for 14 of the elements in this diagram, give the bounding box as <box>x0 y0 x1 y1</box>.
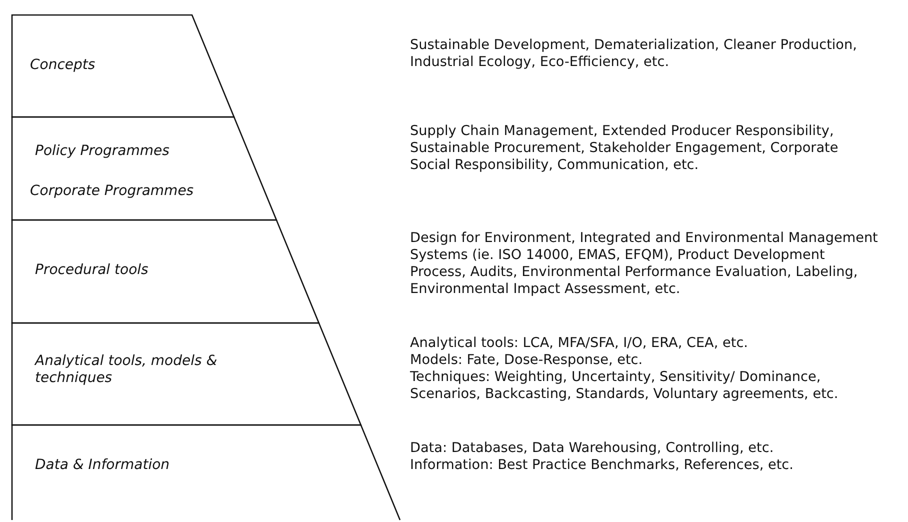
description-text: Techniques: Weighting, Uncertainty, Sensitivity/ Dominance, Scenarios, Backcasting, Standards, Voluntary agreements, etc. <box>410 369 840 403</box>
description-text: Data: Databases, Data Warehousing, Controlling, etc. <box>410 440 775 457</box>
description-text: Supply Chain Management, Extended Producer Responsibility, Sustainable Procurement, Stakeholder Engagement, Corporate Social Responsibility, Communication, etc. <box>410 123 840 174</box>
layer-label: Corporate Programmes <box>30 183 194 200</box>
layer-label: Analytical tools, models & techniques <box>35 353 218 387</box>
description-text: Analytical tools: LCA, MFA/SFA, I/O, ERA, CEA, etc. <box>410 335 749 352</box>
description-text: Design for Environment, Integrated and Environmental Management Systems (ie. ISO 14000, EMAS, EFQM), Product Development Process, Audits, Environmental Performance Evaluation, Labeling, Environmental Impact Assessment, etc. <box>410 230 879 298</box>
layer-label: Concepts <box>30 57 96 74</box>
description-text: Information: Best Practice Benchmarks, References, etc. <box>410 457 794 474</box>
layer-label: Procedural tools <box>35 262 148 279</box>
description-text: Models: Fate, Dose-Response, etc. <box>410 352 644 369</box>
layer-label: Policy Programmes <box>35 143 170 160</box>
layer-label: Data & Information <box>35 457 170 474</box>
description-text: Sustainable Development, Dematerialization, Cleaner Production, Industrial Ecology, Eco-Efficiency, etc. <box>410 37 858 71</box>
